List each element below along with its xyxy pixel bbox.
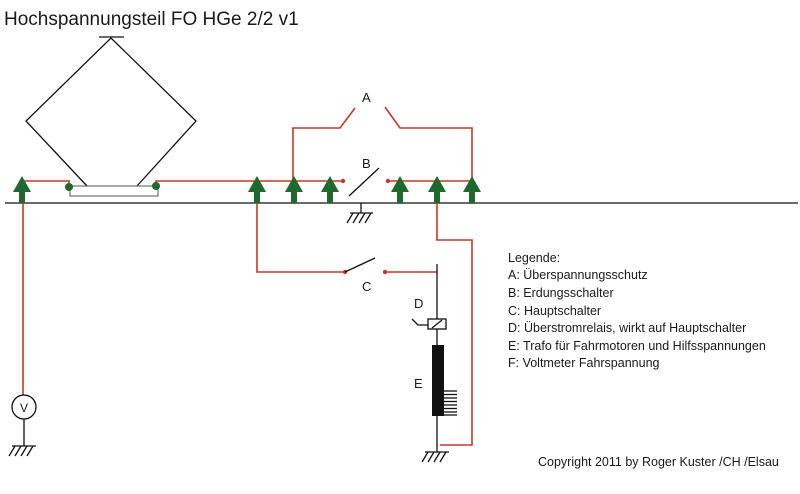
insulator-arrow bbox=[391, 176, 409, 203]
diagram-title: Hochspannungsteil FO HGe 2/2 v1 bbox=[4, 9, 299, 30]
switch-c-blade bbox=[344, 257, 376, 273]
surge-arrester-a: A bbox=[292, 90, 473, 181]
insulator-arrow bbox=[463, 176, 481, 203]
pantograph-connector-right bbox=[152, 182, 160, 190]
copyright-notice: Copyright 2011 by Roger Kuster /CH /Elsa… bbox=[538, 455, 779, 469]
legend-heading: Legende: bbox=[508, 251, 560, 265]
pantograph-base bbox=[69, 185, 159, 197]
main-switch-c: C bbox=[256, 181, 437, 294]
legend-item: C: Hauptschalter bbox=[508, 304, 601, 318]
arrester-electrode-right bbox=[384, 106, 473, 181]
relay-trip-hook bbox=[411, 318, 428, 326]
overcurrent-relay-d: D bbox=[411, 296, 447, 330]
pantograph-connector-left bbox=[65, 183, 73, 191]
insulator-arrow bbox=[428, 176, 446, 203]
legend-item: E: Trafo für Fahrmotoren und Hilfsspannu… bbox=[508, 339, 766, 353]
switch-b-contact-left bbox=[340, 178, 346, 184]
relay-coil-mark bbox=[431, 319, 443, 329]
legend-item: D: Überstromrelais, wirkt auf Hauptschal… bbox=[508, 321, 746, 335]
label-c: C bbox=[362, 279, 371, 294]
arrester-electrode-left bbox=[292, 107, 356, 181]
insulator-arrow bbox=[13, 176, 31, 203]
measurement-loop-wire bbox=[436, 181, 473, 446]
roof-wire-left bbox=[22, 180, 70, 186]
switch-b-blade bbox=[348, 167, 380, 197]
earthing-switch-b: B bbox=[340, 156, 391, 224]
insulator-arrow bbox=[321, 176, 339, 203]
switch-c-feed-wire bbox=[256, 181, 345, 273]
label-e: E bbox=[414, 376, 423, 391]
ground-symbol bbox=[421, 451, 449, 463]
insulator-arrow bbox=[285, 176, 303, 203]
transformer-secondary-windings bbox=[444, 390, 457, 416]
switch-b-contact-right bbox=[385, 178, 391, 184]
voltmeter-label: V bbox=[20, 401, 28, 415]
legend-item: A: Überspannungsschutz bbox=[508, 268, 648, 282]
legend-item: F: Voltmeter Fahrspannung bbox=[508, 356, 660, 370]
pantograph-frame bbox=[25, 37, 197, 187]
transformer-e: E bbox=[414, 345, 457, 416]
legend: Legende: A: Überspannungsschutz B: Erdun… bbox=[508, 251, 766, 370]
label-a: A bbox=[362, 90, 371, 105]
label-d: D bbox=[414, 296, 423, 311]
ground-symbol bbox=[8, 445, 36, 457]
roof-wire-middle bbox=[155, 180, 343, 186]
voltmeter-f: V bbox=[8, 192, 37, 457]
ground-symbol bbox=[346, 203, 373, 224]
pantograph bbox=[25, 36, 197, 197]
insulator-arrow bbox=[248, 176, 266, 203]
transformer-core bbox=[432, 345, 444, 416]
label-b: B bbox=[362, 156, 371, 171]
legend-item: B: Erdungsschalter bbox=[508, 286, 614, 300]
